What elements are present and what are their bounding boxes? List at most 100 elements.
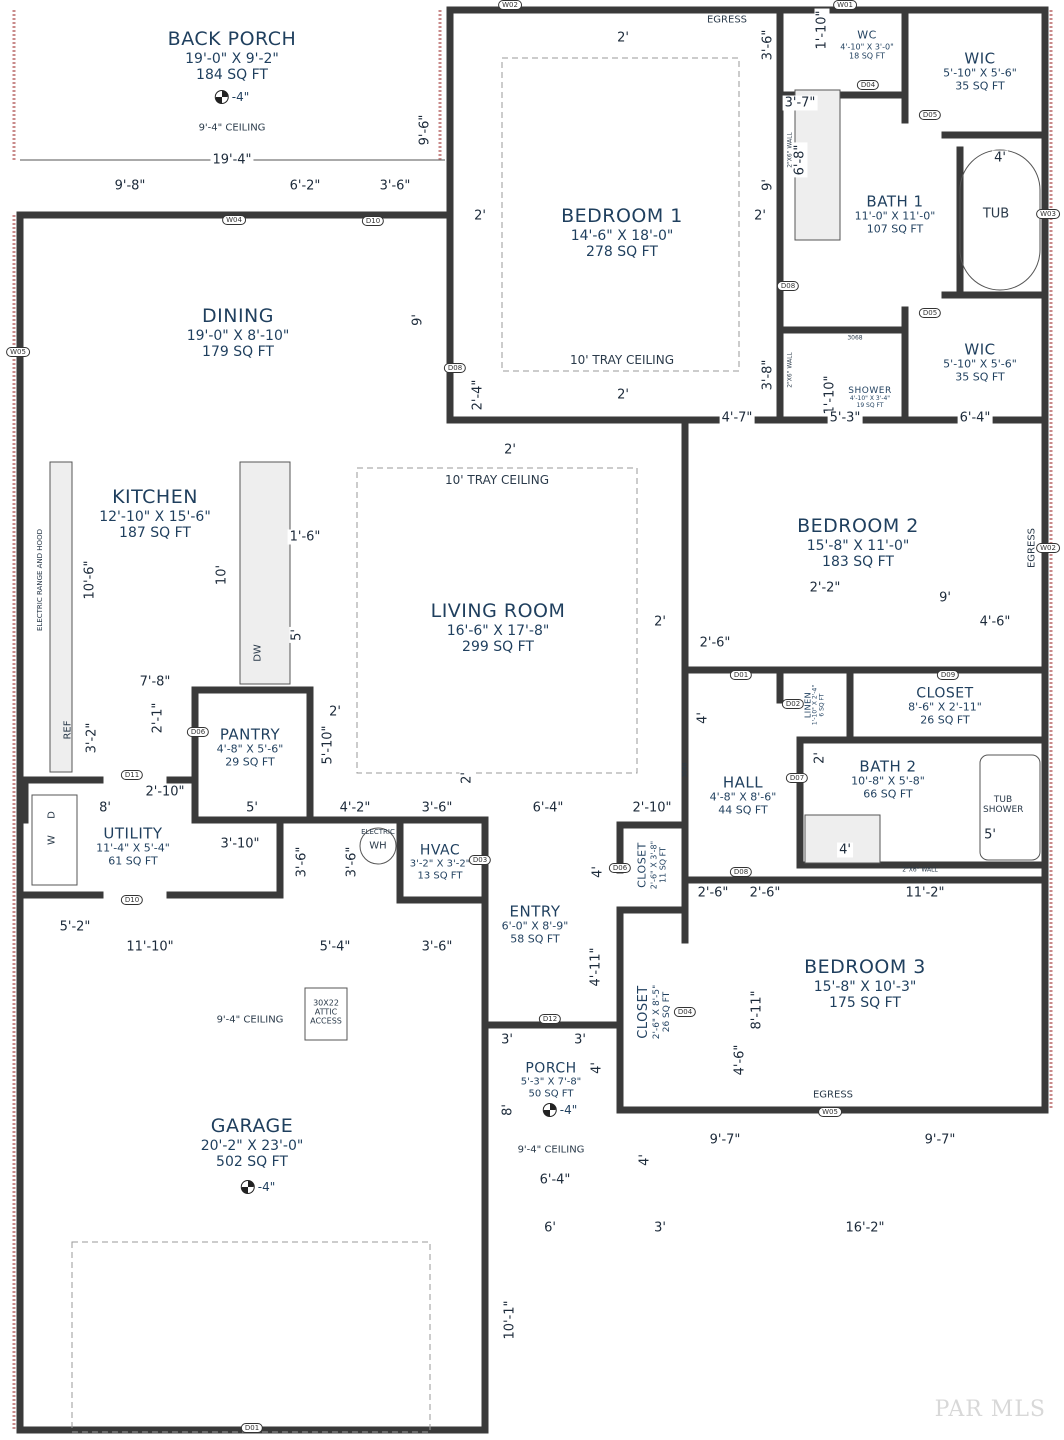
room-name: BEDROOM 3: [804, 955, 926, 978]
door-tag: D06: [608, 863, 632, 873]
door-tag: D02: [781, 699, 805, 709]
dimension-label: 9'-6": [417, 112, 433, 148]
door-note: 3068: [681, 762, 689, 778]
dimension-label: 4': [590, 864, 606, 880]
room-dims: 20'-2" X 23'-0": [200, 1137, 304, 1154]
room-name: WIC: [964, 340, 996, 359]
window-tag: W01: [833, 0, 857, 10]
door-tag: D10: [120, 895, 144, 905]
room-name: SHOWER: [848, 385, 892, 396]
room-dims: 16'-6" X 17'-8": [446, 622, 550, 639]
dimension-label: 3'-10": [218, 836, 262, 852]
dimension-label: 5': [289, 627, 305, 643]
door-tag: D06: [186, 727, 210, 737]
dimension-label: 2'-6": [747, 885, 783, 901]
door-tag: D08: [776, 281, 800, 291]
room-dims: 11'-4" X 5'-4": [96, 841, 170, 855]
window-tag: W02: [1036, 543, 1060, 553]
dimension-label: 6'-8": [792, 142, 808, 178]
room-sqft: 44 SQ FT: [718, 803, 768, 817]
dimension-label: 5'-10": [320, 723, 336, 767]
dimension-label: 3'-6": [419, 800, 455, 816]
room-sqft: 35 SQ FT: [955, 370, 1005, 384]
dimension-label: 6'-4": [957, 410, 993, 426]
room-dims: 6'-0" X 8'-9": [501, 919, 569, 933]
ceiling-note: 9'-4" CEILING: [216, 1014, 284, 1026]
dimension-label: 11'-10": [124, 939, 176, 955]
dimension-label: 2': [752, 208, 768, 224]
dimension-label: 2': [615, 387, 631, 403]
dimension-label: 2'-2": [807, 580, 843, 596]
door-tag: D04: [673, 1007, 697, 1017]
elevation-value: -4": [231, 90, 250, 104]
room-dims: 19'-0" X 9'-2": [185, 50, 279, 67]
wall-note: 2"X6" WALL: [786, 132, 794, 168]
dimension-label: 4': [695, 710, 711, 726]
room-name: BATH 1: [866, 192, 924, 211]
dimension-label: 3'-6": [760, 27, 776, 63]
dishwasher-label: DW: [252, 644, 264, 662]
dimension-label: 6'-4": [530, 800, 566, 816]
window-tag: W02: [498, 0, 522, 10]
door-tag: D07: [785, 773, 809, 783]
room-name: CLOSET: [916, 685, 974, 702]
dimension-label: 9': [937, 590, 953, 606]
dimension-label: 4'-2": [337, 800, 373, 816]
door-tag: D09: [936, 670, 960, 680]
dimension-label: 7'-8": [137, 674, 173, 690]
room-sqft: 26 SQ FT: [920, 713, 970, 727]
window-tag: W05: [818, 1107, 842, 1117]
room-sqft: 278 SQ FT: [586, 243, 658, 260]
dimension-label: 10': [214, 562, 230, 588]
dimension-label: 3'-6": [377, 178, 413, 194]
room-name: WC: [857, 28, 877, 42]
dimension-label: 4'-6": [732, 1042, 748, 1078]
dimension-label: 19'-4": [210, 152, 254, 168]
dimension-label: 16'-2": [843, 1220, 887, 1236]
ceiling-note: 10' TRAY CEILING: [445, 473, 549, 487]
dimension-label: 11'-2": [903, 885, 947, 901]
dimension-label: 2'-10": [143, 784, 187, 800]
window-tag: W04: [222, 215, 246, 225]
dimension-label: 2': [472, 208, 488, 224]
dimension-label: 3'-6": [419, 939, 455, 955]
elevation-icon: [214, 90, 229, 104]
door-tag: D05: [918, 308, 942, 318]
room-sqft: 107 SQ FT: [866, 222, 924, 236]
room-sqft: 502 SQ FT: [216, 1153, 288, 1170]
elevation-marker: -4": [542, 1103, 577, 1117]
dimension-label: 4'-6": [977, 614, 1013, 630]
room-dims: 5'-10" X 5'-6": [943, 357, 1017, 371]
room-dims: 2'-6" X 3'-8": [649, 840, 659, 890]
door-tag: D11: [120, 770, 144, 780]
room-sqft: 184 SQ FT: [196, 66, 268, 83]
dimension-label: 5': [982, 827, 998, 843]
dimension-label: 3'-6": [344, 844, 360, 880]
dimension-label: 4': [992, 150, 1008, 166]
door-tag: D05: [918, 110, 942, 120]
dimension-label: 10'-1": [502, 1298, 518, 1342]
water-heater-label: WH: [369, 840, 387, 852]
room-name: BACK PORCH: [167, 27, 297, 50]
ceiling-note: 10' TRAY CEILING: [570, 353, 674, 367]
dimension-label: 2'-1": [150, 700, 166, 736]
ceiling-note: 9'-4" CEILING: [198, 122, 266, 134]
water-heater-note: ELECTRIC: [361, 828, 395, 836]
room-name: PORCH: [525, 1060, 577, 1077]
dimension-label: 3'-7": [782, 95, 818, 111]
dryer-label: D: [46, 811, 58, 819]
dimension-label: 3'-2": [84, 720, 100, 756]
room-name: HALL: [722, 773, 764, 792]
